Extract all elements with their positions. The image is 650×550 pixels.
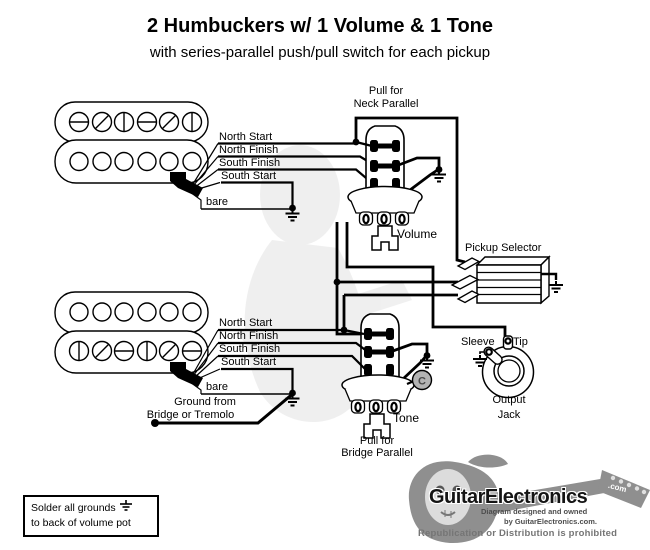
brand-credit-line1: Diagram designed and owned <box>481 507 588 516</box>
solder-joint <box>289 204 296 212</box>
wire-neck-hot-loop <box>354 116 466 264</box>
bridge-wire-label-north-start: North Start <box>219 317 273 329</box>
wire-bridge-south-start <box>221 367 294 391</box>
neck-wire-label-north-start: North Start <box>219 131 273 143</box>
jack-name-line2: Jack <box>497 409 521 421</box>
volume-pot-assembly <box>347 116 466 264</box>
jack-tip-label: Tip <box>513 336 528 348</box>
wire-volume-to-tone <box>335 222 361 336</box>
volume-label: Volume <box>397 227 438 241</box>
bridge-wire-label-north-finish: North Finish <box>219 330 279 342</box>
pickup-selector-label: Pickup Selector <box>465 242 542 254</box>
tone-pull-label-line2: Bridge Parallel <box>341 447 413 459</box>
bridge-wire-label-south-start: South Start <box>221 356 277 368</box>
volume-pull-label-line1: Pull for <box>368 85 404 97</box>
solder-note-box: Solder all grounds to back of volume pot <box>23 495 159 537</box>
tone-capacitor <box>411 369 433 391</box>
neck-wire-label-south-start: South Start <box>221 170 277 182</box>
bridge-cable-exit <box>170 362 203 387</box>
brand-notice: Republication or Distribution is prohibi… <box>418 528 618 539</box>
tremolo-ground-label-line1: Ground from <box>174 396 236 408</box>
tone-pull-label-line1: Pull for <box>359 435 395 447</box>
wire-output-to-jack <box>345 222 507 337</box>
neck-wire-label-bare: bare <box>206 196 229 208</box>
solder-joint <box>435 166 443 173</box>
bridge-wire-label-south-finish: South Finish <box>219 343 281 355</box>
bridge-wire-label-bare: bare <box>206 381 229 393</box>
neck-cable-exit <box>170 172 203 197</box>
note-line2: to back of volume pot <box>31 517 131 529</box>
wire-bridge-south-finish <box>218 354 367 371</box>
wire-tremolo-ground <box>155 392 294 425</box>
neck-slug-coil <box>69 151 202 172</box>
solder-joint <box>423 352 431 359</box>
bridge-slug-coil <box>69 302 202 322</box>
neck-screw-coil <box>68 111 203 133</box>
neck-wire-label-north-finish: North Finish <box>219 144 279 156</box>
volume-pull-label-line2: Neck Parallel <box>353 98 419 110</box>
ground-symbol <box>548 280 564 293</box>
ground-icon <box>119 500 132 511</box>
sleeve-lug <box>483 346 503 365</box>
solder-joint <box>333 278 341 286</box>
diagram-title: 2 Humbuckers w/ 1 Volume & 1 Tone <box>146 15 493 37</box>
volume-shaft <box>371 225 399 251</box>
selector-terminals <box>450 257 481 304</box>
output-jack <box>472 335 535 399</box>
brand-logo-graphic <box>408 454 650 544</box>
tone-shaft <box>363 413 391 439</box>
tone-label: Tone <box>393 411 420 425</box>
solder-joint <box>340 326 348 334</box>
diagram-subtitle: with series-parallel push/pull switch fo… <box>149 44 491 61</box>
wire-neck-south-start <box>221 181 294 206</box>
neck-wire-label-south-finish: South Finish <box>219 157 281 169</box>
tremolo-ground-label-line2: Bridge or Tremolo <box>146 409 235 421</box>
bridge-leads <box>151 329 301 427</box>
note-line1: Solder all grounds <box>31 502 116 514</box>
brand-credit-line2: by GuitarElectronics.com. <box>504 517 597 526</box>
capacitor-label: C <box>418 376 426 388</box>
bridge-humbucker <box>54 291 209 387</box>
jack-sleeve-label: Sleeve <box>461 336 495 348</box>
jack-name-line1: Output <box>492 394 526 406</box>
pickup-selector-switch <box>450 255 564 305</box>
tremolo-ground-end <box>151 419 159 427</box>
volume-pot-lugs <box>358 211 410 226</box>
signal-routing <box>333 222 507 337</box>
tone-pot-assembly: C <box>218 295 435 439</box>
neck-humbucker <box>54 101 209 197</box>
tone-pot-lugs <box>350 399 402 414</box>
brand-logo-text: GuitarElectronics <box>429 486 588 508</box>
bridge-screw-coil <box>68 340 203 362</box>
